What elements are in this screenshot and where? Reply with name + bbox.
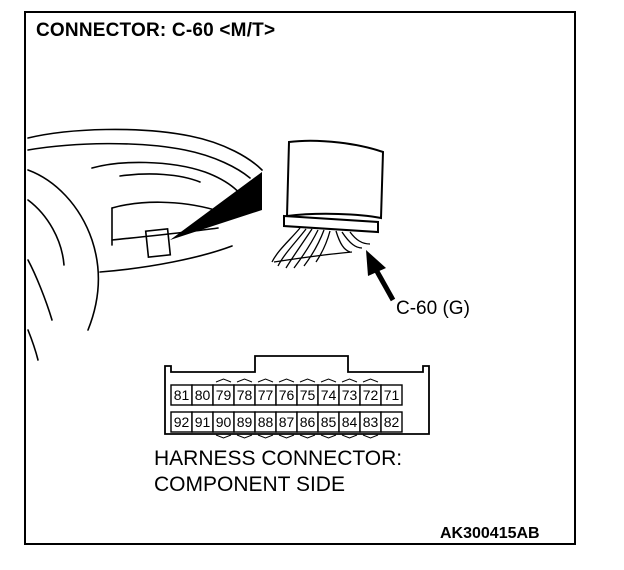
pin-number: 87 xyxy=(279,414,295,430)
pin-number: 89 xyxy=(237,414,253,430)
connector-callout-label: C-60 (G) xyxy=(396,298,470,319)
pin-number: 76 xyxy=(279,387,295,403)
pin-number: 88 xyxy=(258,414,274,430)
wire-harness xyxy=(271,227,371,269)
pin-number: 81 xyxy=(174,387,190,403)
pin-number: 78 xyxy=(237,387,253,403)
pin-number: 85 xyxy=(321,414,337,430)
pin-number: 90 xyxy=(216,414,232,430)
pin-key-mark xyxy=(236,378,253,383)
pin-number: 71 xyxy=(384,387,400,403)
figure-frame xyxy=(24,11,576,545)
pin-number: 92 xyxy=(174,414,190,430)
pin-number: 73 xyxy=(342,387,358,403)
pin-key-mark xyxy=(278,378,295,383)
pin-number: 77 xyxy=(258,387,274,403)
pin-number: 84 xyxy=(342,414,358,430)
harness-connector-face xyxy=(164,355,430,435)
pin-key-mark xyxy=(341,378,358,383)
pin-key-mark xyxy=(257,378,274,383)
pin-number: 79 xyxy=(216,387,232,403)
pin-number: 82 xyxy=(384,414,400,430)
pin-number: 91 xyxy=(195,414,211,430)
pin-key-mark xyxy=(320,434,337,439)
pin-key-mark xyxy=(362,434,379,439)
connector-pin-grid: 81 80 79 78 77 76 75 74 73 72 71 92 91 90 89 88 87 86 85 84… xyxy=(170,378,403,439)
pin-number: 80 xyxy=(195,387,211,403)
pin-number: 74 xyxy=(321,387,337,403)
harness-label-line2: COMPONENT SIDE xyxy=(154,473,345,496)
pin-number: 83 xyxy=(363,414,379,430)
pin-key-mark xyxy=(341,434,358,439)
pin-cell xyxy=(380,411,403,433)
ecu-module xyxy=(283,139,385,234)
pin-key-mark xyxy=(320,378,337,383)
harness-label-line1: HARNESS CONNECTOR: xyxy=(154,447,403,470)
dashboard-illustration xyxy=(27,128,263,361)
pin-number: 72 xyxy=(363,387,379,403)
pin-number: 75 xyxy=(300,387,316,403)
pin-key-mark xyxy=(299,378,316,383)
harness-connector-label: HARNESS CONNECTOR: COMPONENT SIDE xyxy=(154,446,402,498)
pin-key-mark xyxy=(299,434,316,439)
figure-code: AK300415AB xyxy=(440,525,540,542)
pin-key-mark xyxy=(257,434,274,439)
pin-key-mark xyxy=(278,434,295,439)
connector-arrow xyxy=(366,250,396,302)
pin-key-mark xyxy=(215,378,232,383)
location-pointer-wedge xyxy=(170,172,262,240)
diagram-title: CONNECTOR: C-60 <M/T> xyxy=(36,20,276,41)
pin-key-mark xyxy=(215,434,232,439)
pin-cell xyxy=(380,384,403,406)
pin-key-mark xyxy=(236,434,253,439)
pin-number: 86 xyxy=(300,414,316,430)
pin-key-mark xyxy=(362,378,379,383)
